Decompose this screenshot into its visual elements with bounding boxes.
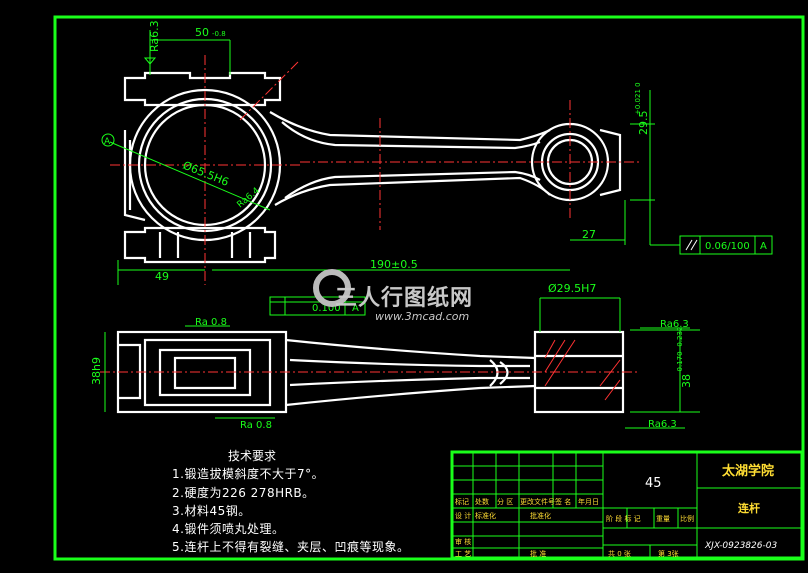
tb-label: 批 准 [530, 549, 546, 558]
tb-label: 工 艺 [455, 550, 471, 558]
watermark-logo-icon [313, 269, 351, 307]
roughness-top-label: Ra6.3 [148, 20, 161, 52]
bore-dia-label: Ø65.5H6 [181, 159, 231, 189]
tb-label: 处数 [475, 497, 489, 506]
tb-label: 批准化 [530, 511, 551, 520]
ra-63-right-top-label: Ra6.3 [660, 319, 689, 330]
ra-08-bottom-label: Ra 0.8 [240, 420, 272, 431]
tb-label: 标记 [455, 497, 469, 506]
drawing-number: XJX-0923826-03 [704, 541, 777, 551]
tb-label: 签 名 [555, 497, 571, 506]
parallel-value-label: 0.06/100 [705, 241, 750, 252]
tb-label: 第 3张 [658, 549, 679, 558]
dim-29-5-label: 29.5 [637, 111, 650, 136]
watermark-url: www.3mcad.com [375, 310, 470, 323]
title-block-labels: 标记 处数 分 区 更改文件号 签 名 年月日 设 计 标准化 批准化 审 核 … [455, 497, 694, 558]
perp-value-label: 0.100 [312, 303, 341, 314]
requirement-item: 2.硬度为226 278HRB。 [172, 486, 315, 500]
requirement-item: 3.材料45钢。 [172, 504, 251, 518]
requirement-item: 4.锻件须喷丸处理。 [172, 522, 285, 536]
tb-label: 分 区 [497, 497, 513, 506]
tb-label: 共 0 张 [608, 549, 631, 558]
tb-label: 比例 [680, 514, 694, 523]
dim-190-label: 190±0.5 [370, 258, 418, 271]
parallel-symbol-icon [685, 239, 698, 251]
dim-50-tol-label: -0.8 [212, 30, 226, 38]
front-dimensions [101, 30, 773, 285]
ra-08-top-label: Ra 0.8 [195, 317, 227, 328]
school-name: 太湖学院 [721, 463, 774, 479]
requirement-item: 5.连杆上不得有裂缝、夹层、凹痕等现象。 [172, 540, 410, 554]
dim-49-label: 49 [155, 270, 169, 283]
dim-29-5-tol-label: +0.021 0 [634, 82, 642, 115]
title-block [450, 450, 804, 560]
tb-label: 标准化 [475, 511, 496, 520]
datum-a-label: A [104, 137, 111, 147]
requirements-title: 技术要求 [228, 449, 277, 463]
dim-38-right-tol-label: -0.170 -0.232 [676, 327, 684, 374]
dim-38-label: 38h9 [90, 357, 103, 385]
tb-label: 审 核 [455, 537, 471, 546]
tb-label: 重量 [656, 515, 670, 523]
drawing-border [53, 15, 805, 561]
tb-label: 设 计 [455, 511, 471, 520]
requirement-item: 1.锻造拔模斜度不大于7°。 [172, 467, 325, 481]
watermark-name: 三人行图纸网 [335, 286, 474, 311]
dim-38-right-label: 38 [680, 374, 693, 388]
part-name: 连杆 [738, 501, 760, 515]
tb-label: 更改文件号 [520, 497, 555, 506]
material-label: 45 [645, 476, 662, 491]
parallel-datum-label: A [760, 241, 767, 252]
perp-datum-label: A [352, 303, 359, 314]
dim-50-label: 50 [195, 26, 209, 39]
front-centerlines [110, 55, 640, 285]
tb-label: 阶 段 标 记 [606, 514, 641, 523]
ra-63-right-bottom-label: Ra6.3 [648, 419, 677, 430]
pin-dia-label: Ø29.5H7 [548, 282, 596, 295]
tb-label: 年月日 [578, 497, 599, 506]
side-section-hatch [544, 339, 621, 401]
dim-27-label: 27 [582, 228, 596, 241]
